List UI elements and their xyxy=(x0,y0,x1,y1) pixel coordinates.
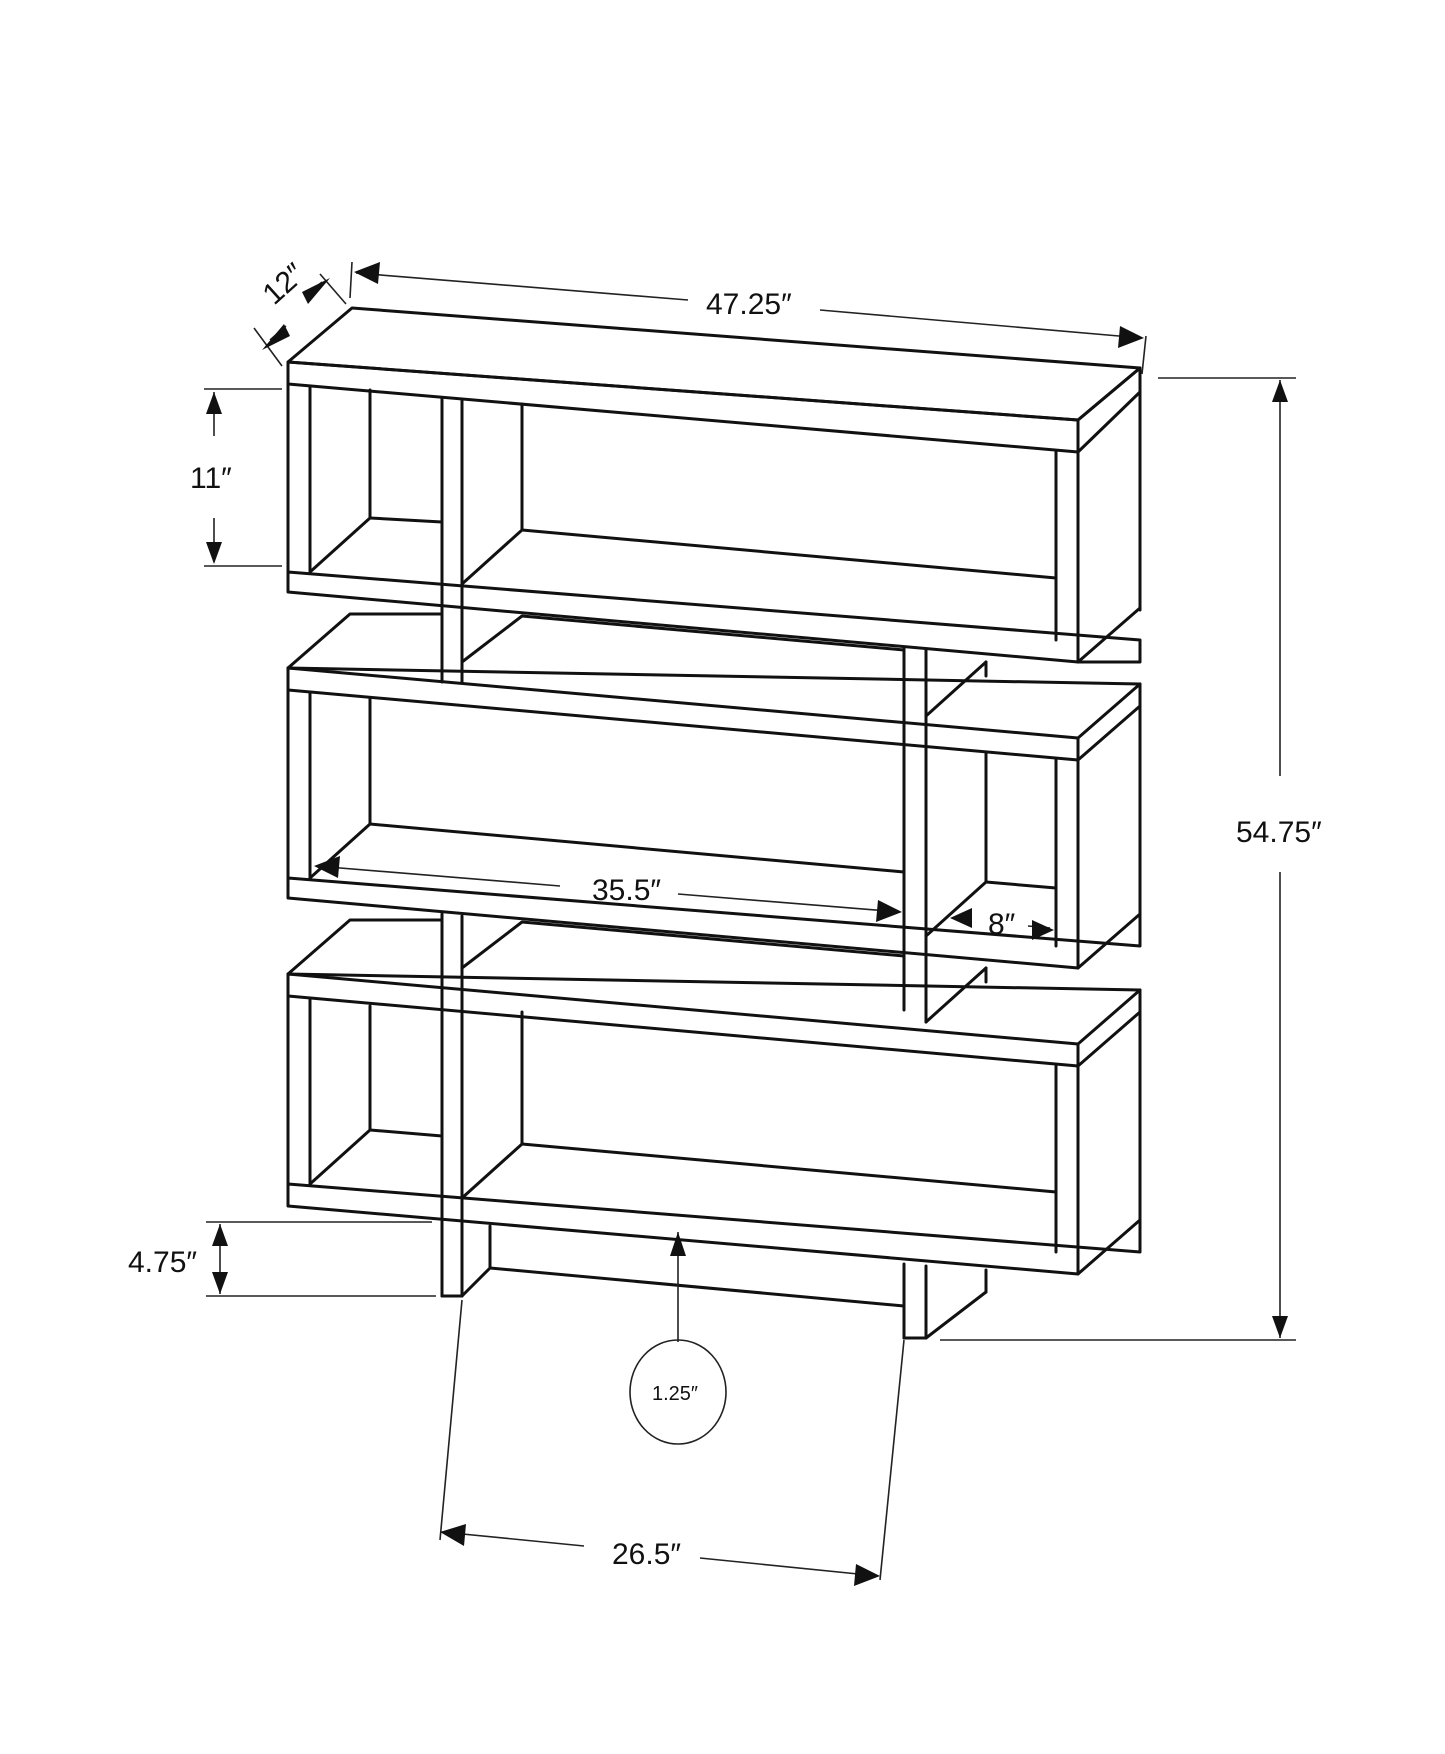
dimension-base-clearance: 4.75″ xyxy=(128,1221,436,1297)
tier-top xyxy=(286,306,1142,684)
inner-width-label: 35.5″ xyxy=(592,874,661,907)
dimension-base-width: 26.5″ xyxy=(439,1299,905,1586)
dimension-total-height: 54.75″ xyxy=(940,377,1322,1341)
dimension-panel-thickness: 1.25″ xyxy=(629,1232,727,1445)
total-height-label: 54.75″ xyxy=(1236,816,1322,849)
dimension-width: 47.25″ xyxy=(349,261,1147,375)
panel-thickness-label: 1.25″ xyxy=(652,1383,698,1405)
shelf-height-label: 11″ xyxy=(190,462,232,495)
tier-bottom xyxy=(286,912,1142,1298)
width-label: 47.25″ xyxy=(706,288,792,321)
base xyxy=(440,1224,988,1340)
depth-label: 12″ xyxy=(257,257,312,311)
dimension-depth: 12″ xyxy=(253,257,347,367)
dimension-inner-width: 35.5″ xyxy=(314,856,902,922)
dimension-shelf-height: 11″ xyxy=(190,388,282,567)
base-clearance-label: 4.75″ xyxy=(128,1246,197,1279)
dimension-cubby-width: 8″ xyxy=(950,908,1054,941)
tier-middle xyxy=(286,612,1142,970)
base-width-label: 26.5″ xyxy=(612,1538,681,1571)
cubby-width-label: 8″ xyxy=(988,908,1016,941)
